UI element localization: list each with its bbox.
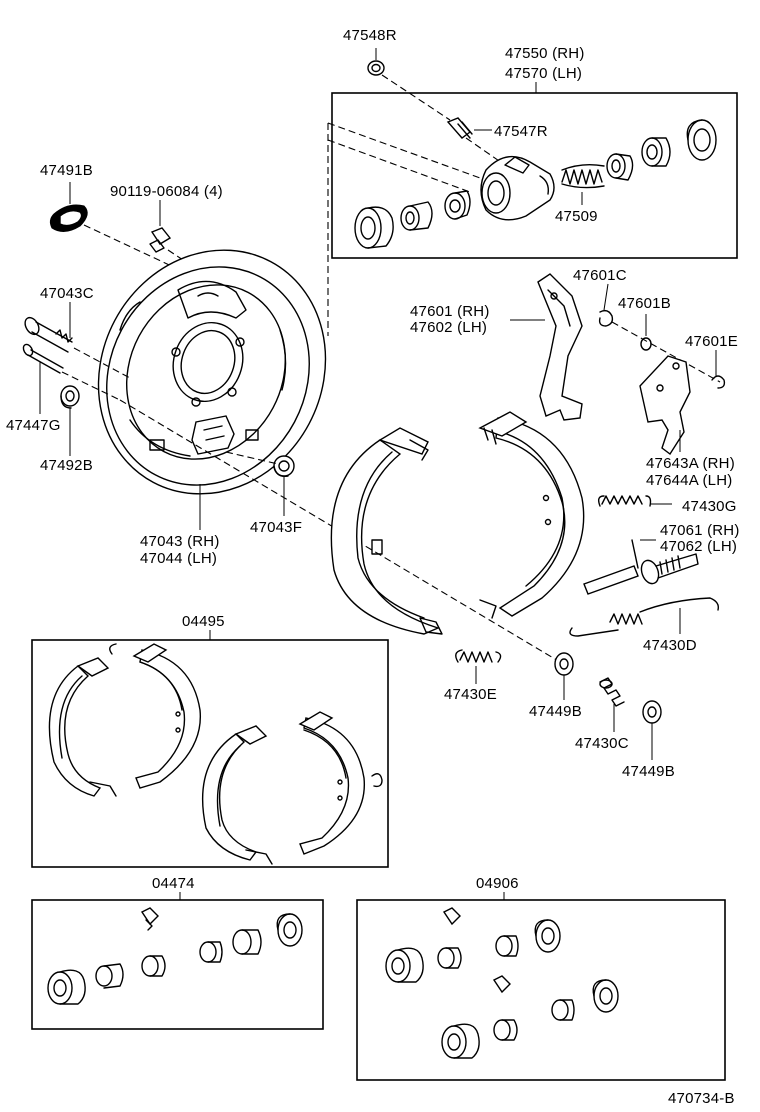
label-90119-06084: 90119-06084 (4): [110, 183, 223, 200]
adjuster-screw-47061: [583, 539, 699, 595]
drawing-number: 470734-B: [668, 1090, 735, 1107]
label-47430C: 47430C: [575, 735, 629, 752]
cylinder-spring-47509: [561, 163, 605, 205]
cylinder-kit-box-04474: [31, 892, 324, 1030]
cup-47449B-a: [554, 652, 574, 700]
label-47061-rh: 47061 (RH): [660, 522, 740, 539]
backing-plate-47043: [97, 249, 327, 495]
label-47547R: 47547R: [494, 123, 548, 140]
washer-47601B: [640, 314, 652, 351]
label-47570-lh: 47570 (LH): [505, 65, 582, 82]
cylinder-kit-box-04906: [356, 892, 726, 1081]
label-47430D: 47430D: [643, 637, 697, 654]
wheel-cylinder-assembly-box: [331, 82, 738, 259]
spring-47430G: [597, 495, 672, 507]
wheel-cylinder-body: [480, 155, 555, 221]
adjuster-lever-47643A: [639, 355, 691, 456]
grommet-47492B: [60, 385, 80, 456]
label-47492B: 47492B: [40, 457, 93, 474]
cylinder-piston-left: [400, 201, 433, 231]
bleeder-cap-47548R: [367, 48, 385, 76]
label-47601E: 47601E: [685, 333, 738, 350]
label-47602-lh: 47602 (LH): [410, 319, 487, 336]
clip-47601E: [711, 350, 726, 389]
label-47447G: 47447G: [6, 417, 61, 434]
label-47449B-b: 47449B: [622, 763, 675, 780]
label-47430E: 47430E: [444, 686, 497, 703]
label-47043F: 47043F: [250, 519, 302, 536]
cylinder-boot-right: [686, 119, 717, 161]
grommet-47043F: [273, 455, 295, 516]
label-47449B-a: 47449B: [529, 703, 582, 720]
label-47043C: 47043C: [40, 285, 94, 302]
label-04474: 04474: [152, 875, 195, 892]
label-04906: 04906: [476, 875, 519, 892]
cylinder-cup-left: [444, 190, 471, 220]
label-47044-lh: 47044 (LH): [140, 550, 217, 567]
label-47062-lh: 47062 (LH): [660, 538, 737, 555]
label-47509: 47509: [555, 208, 598, 225]
pin-47447G: [22, 343, 64, 414]
label-47644A-lh: 47644A (LH): [646, 472, 732, 489]
brake-shoe-left: [330, 427, 443, 635]
spring-47430C: [599, 677, 625, 732]
cylinder-cup-right: [606, 153, 634, 181]
cylinder-boot-left: [354, 206, 394, 249]
parking-brake-lever-47601: [510, 273, 583, 421]
label-47601C: 47601C: [573, 267, 627, 284]
label-47643A-rh: 47643A (RH): [646, 455, 735, 472]
label-47550-rh: 47550 (RH): [505, 45, 585, 62]
bolt-90119-06084: [149, 200, 172, 253]
spring-47430E: [455, 649, 502, 684]
brake-shoe-right: [478, 411, 585, 619]
shoe-kit-box-04495: [31, 630, 389, 868]
label-47601-rh: 47601 (RH): [410, 303, 490, 320]
bolt-47043C: [24, 302, 73, 353]
spring-47430D: [569, 597, 720, 637]
label-47548R: 47548R: [343, 27, 397, 44]
label-47430G: 47430G: [682, 498, 737, 515]
label-47491B: 47491B: [40, 162, 93, 179]
label-04495: 04495: [182, 613, 225, 630]
clip-47601C: [598, 283, 614, 327]
label-47601B: 47601B: [618, 295, 671, 312]
cylinder-piston-right: [641, 137, 671, 167]
cup-47449B-b: [642, 700, 662, 760]
label-47043-rh: 47043 (RH): [140, 533, 220, 550]
bleeder-screw-47547R: [446, 117, 492, 139]
plug-47491B: [49, 182, 88, 232]
